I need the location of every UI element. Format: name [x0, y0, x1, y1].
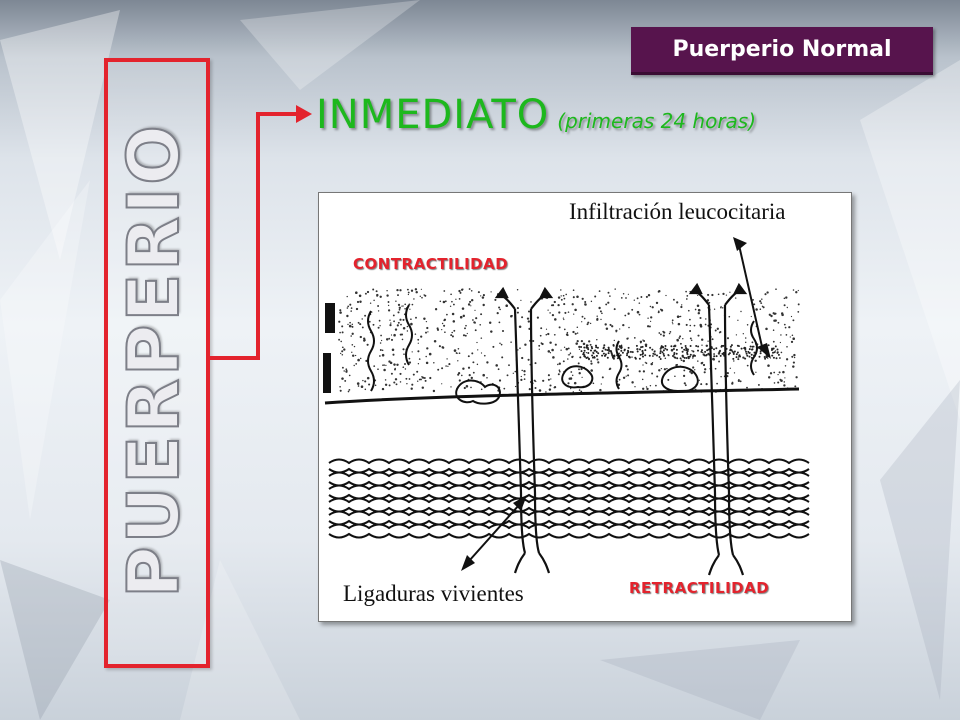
- heading: INMEDIATO (primeras 24 horas): [316, 92, 756, 138]
- label-contractility: CONTRACTILIDAD: [353, 255, 509, 273]
- blobs: [455, 365, 699, 405]
- muscle-fibers: [328, 458, 810, 539]
- diagram-box: Infiltración leucocitaria Ligaduras vivi…: [318, 192, 852, 622]
- stipple-band: [338, 288, 800, 394]
- heading-main: INMEDIATO: [316, 92, 550, 138]
- vertical-title-frame: [104, 58, 210, 668]
- vessel-right: [688, 282, 748, 576]
- arrow-ligatures: [461, 495, 527, 571]
- label-retractility: RETRACTILIDAD: [629, 579, 770, 597]
- label-infiltration: Infiltración leucocitaria: [569, 199, 786, 224]
- vertical-title: PUERPERIO: [112, 121, 196, 598]
- slide-badge: Puerperio Normal: [631, 27, 933, 75]
- glands: [367, 304, 758, 392]
- arrow-infiltration: [733, 237, 771, 359]
- vessel-left: [494, 286, 554, 574]
- label-ligatures: Ligaduras vivientes: [343, 581, 524, 606]
- boundary-line: [324, 387, 800, 405]
- edge-marks: [323, 303, 335, 393]
- stipple-dense: [579, 344, 780, 360]
- heading-sub: (primeras 24 horas): [557, 109, 757, 133]
- myometrium-diagram: [323, 237, 810, 576]
